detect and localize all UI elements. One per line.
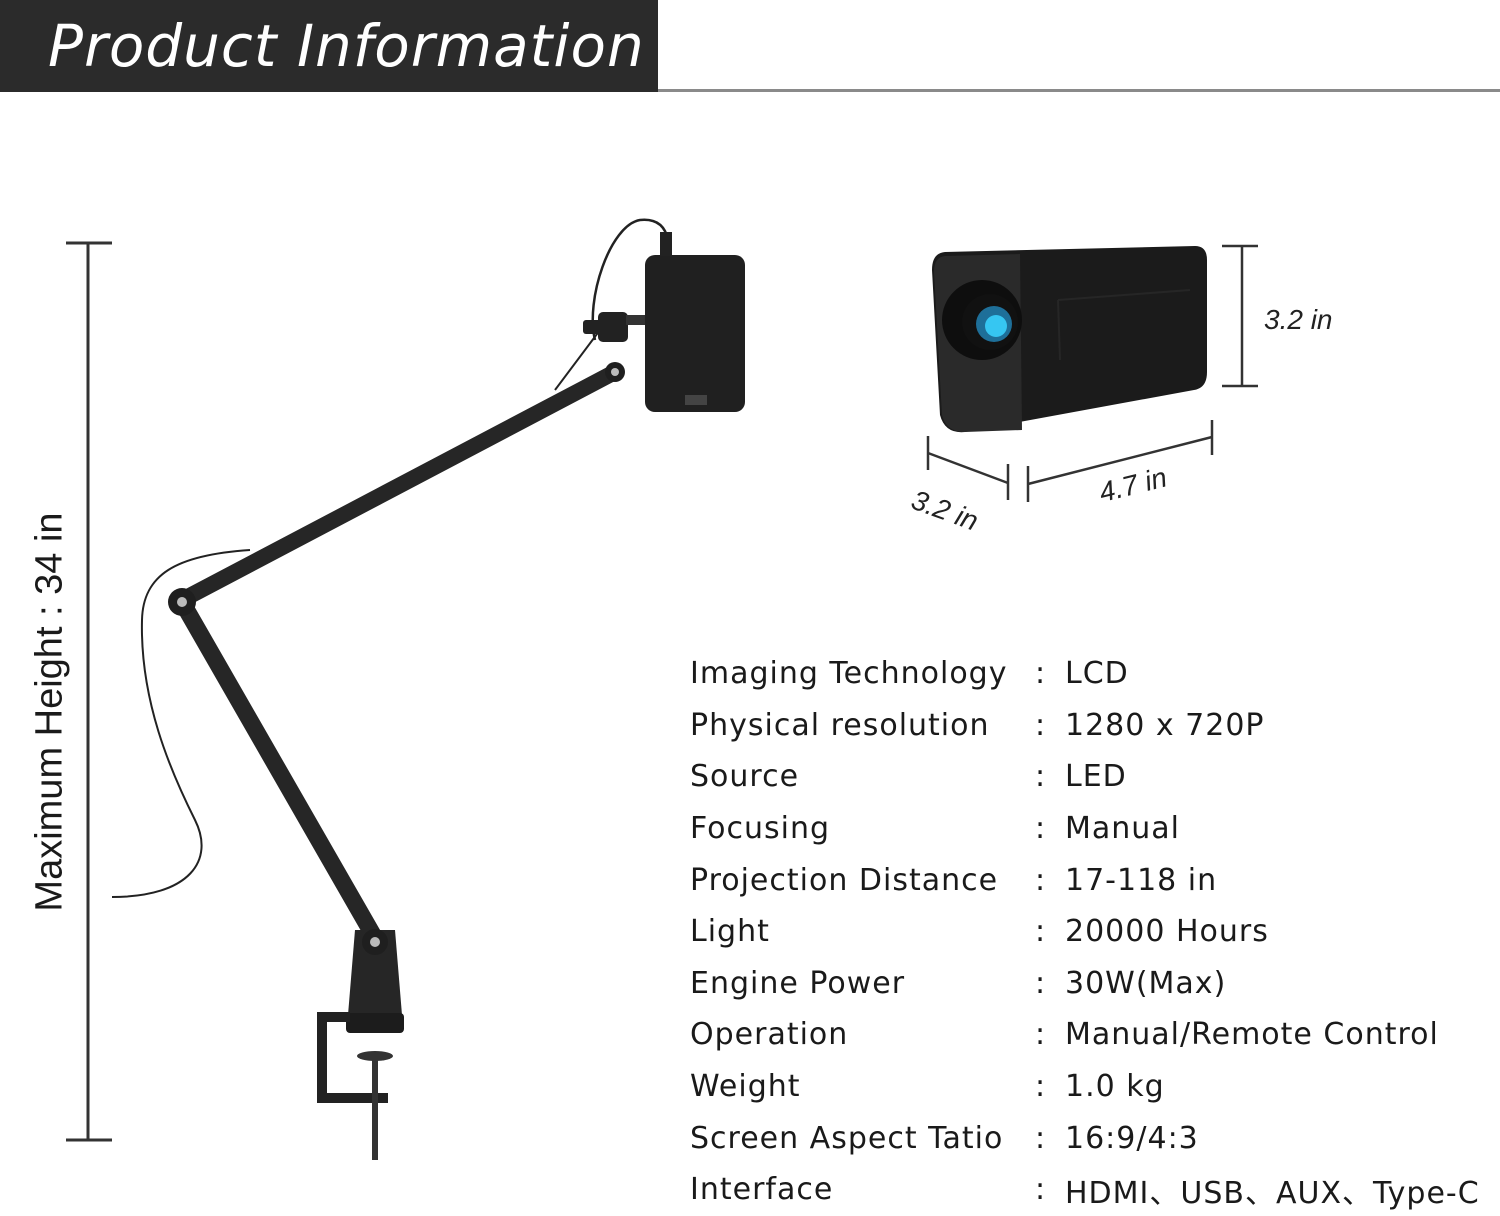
spec-row-physical-resolution: Physical resolution : 1280 x 720P	[690, 700, 1490, 752]
spec-colon: :	[1035, 1069, 1047, 1105]
spec-table: Imaging Technology : LCD Physical resolu…	[690, 648, 1490, 1216]
header-divider	[658, 89, 1500, 92]
spec-row-imaging-technology: Imaging Technology : LCD	[690, 648, 1490, 700]
spec-label: Interface	[690, 1172, 834, 1208]
spec-label: Source	[690, 759, 800, 795]
spec-colon: :	[1035, 656, 1047, 692]
spec-row-interface: Interface : HDMI、USB、AUX、Type-C	[690, 1164, 1490, 1216]
spec-colon: :	[1035, 1017, 1047, 1053]
spec-label: Engine Power	[690, 965, 906, 1001]
spec-row-source: Source : LED	[690, 751, 1490, 803]
spec-label: Physical resolution	[690, 707, 990, 743]
arm-stand-image	[111, 218, 745, 1160]
spec-colon: :	[1035, 1172, 1047, 1208]
spec-colon: :	[1035, 811, 1047, 847]
spec-colon: :	[1035, 759, 1047, 795]
spec-row-screen-aspect-ratio: Screen Aspect Tatio : 16:9/4:3	[690, 1112, 1490, 1164]
spec-row-focusing: Focusing : Manual	[690, 803, 1490, 855]
spec-value: LED	[1065, 759, 1127, 795]
spec-value: Manual	[1065, 811, 1181, 847]
header-banner: Product Information	[0, 0, 658, 92]
spec-colon: :	[1035, 1120, 1047, 1156]
spec-value: 1.0 kg	[1065, 1069, 1165, 1105]
spec-label: Projection Distance	[690, 862, 999, 898]
spec-value: 20000 Hours	[1065, 914, 1269, 950]
spec-value: LCD	[1065, 656, 1129, 692]
spec-value: 16:9/4:3	[1065, 1120, 1199, 1156]
spec-label: Light	[690, 914, 770, 950]
page-title: Product Information	[48, 12, 645, 80]
spec-colon: :	[1035, 965, 1047, 1001]
spec-label: Screen Aspect Tatio	[690, 1120, 1004, 1156]
spec-label: Focusing	[690, 811, 831, 847]
spec-value: 30W(Max)	[1065, 965, 1227, 1001]
spec-label: Weight	[690, 1069, 801, 1105]
spec-label: Imaging Technology	[690, 656, 1008, 692]
spec-label: Operation	[690, 1017, 849, 1053]
spec-colon: :	[1035, 862, 1047, 898]
spec-row-projection-distance: Projection Distance : 17-118 in	[690, 854, 1490, 906]
spec-value: 1280 x 720P	[1065, 707, 1265, 743]
projector-dimension-lines	[926, 244, 1258, 502]
projector-height-label: 3.2 in	[1264, 304, 1333, 335]
projector-image	[932, 246, 1207, 433]
spec-row-weight: Weight : 1.0 kg	[690, 1061, 1490, 1113]
spec-row-engine-power: Engine Power : 30W(Max)	[690, 958, 1490, 1010]
spec-row-light: Light : 20000 Hours	[690, 906, 1490, 958]
height-dimension-line	[66, 241, 112, 1142]
max-height-label: Maximum Height : 34 in	[28, 512, 71, 912]
spec-row-operation: Operation : Manual/Remote Control	[690, 1009, 1490, 1061]
spec-colon: :	[1035, 707, 1047, 743]
spec-value: Manual/Remote Control	[1065, 1017, 1439, 1053]
spec-value: 17-118 in	[1065, 862, 1218, 898]
spec-value: HDMI、USB、AUX、Type-C	[1065, 1175, 1480, 1211]
spec-colon: :	[1035, 914, 1047, 950]
